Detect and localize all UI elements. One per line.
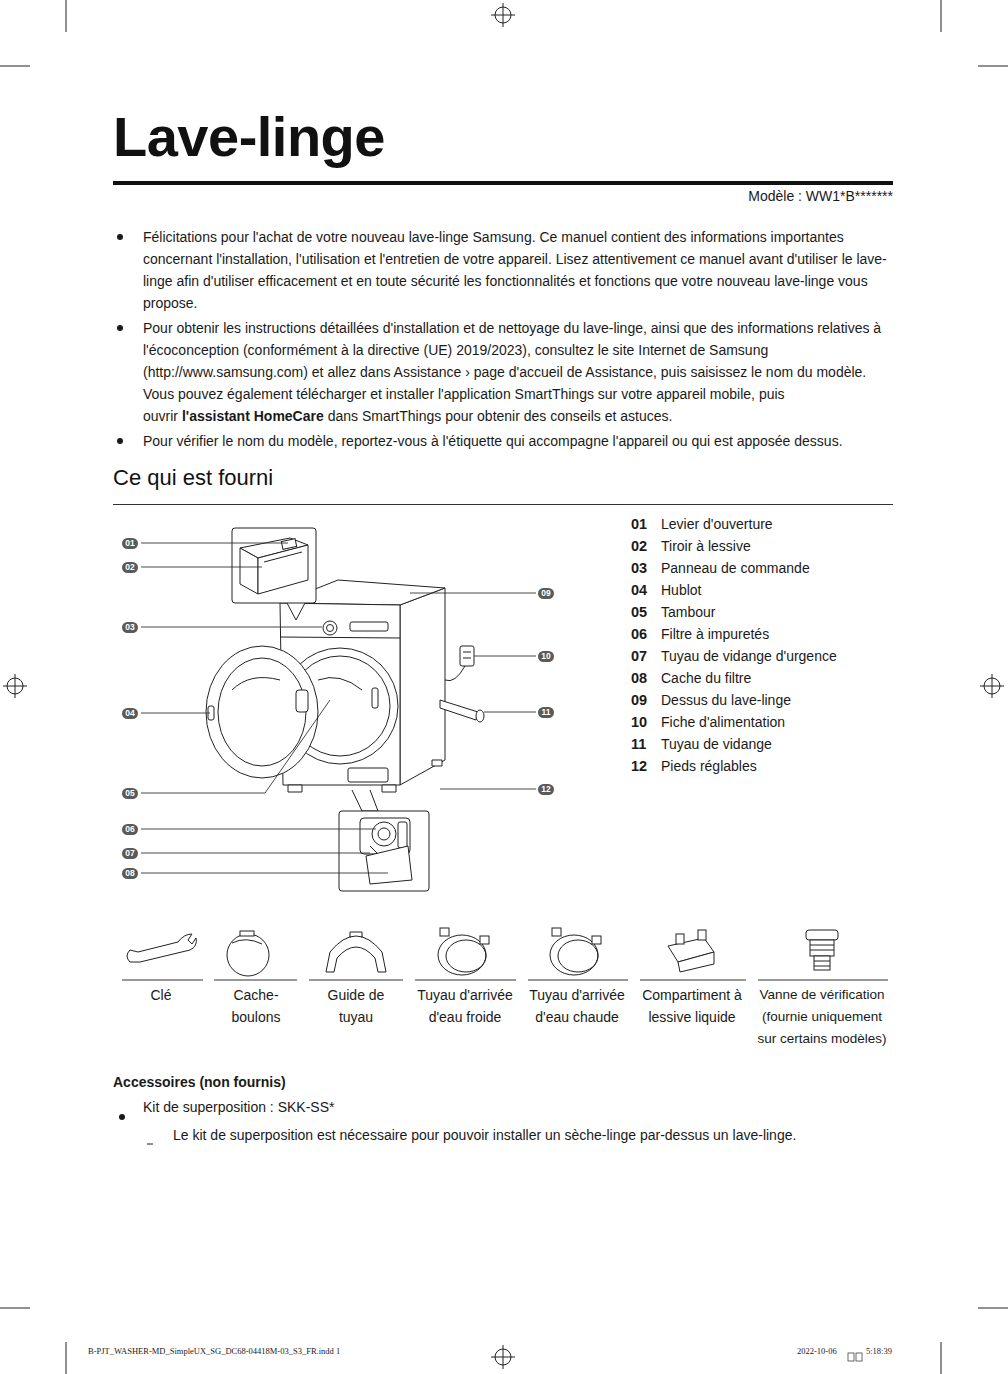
bullet <box>117 325 123 331</box>
leader-lines <box>141 543 536 873</box>
accessory-item: Kit de superposition : SKK-SS* <box>143 1098 334 1116</box>
bullet-paragraph: Pour obtenir les instructions détaillées… <box>143 317 891 427</box>
title-rule <box>113 181 893 185</box>
paragraph: Pour vérifier le nom du modèle, reportez… <box>143 433 843 449</box>
callout-number: 04 <box>122 708 138 719</box>
part-number: 02 <box>631 537 647 555</box>
page-title: Lave-linge <box>113 104 385 170</box>
part-number: 12 <box>631 757 647 775</box>
bullet <box>119 1114 125 1120</box>
part-number: 03 <box>631 559 647 577</box>
bullet-paragraph: Pour vérifier le nom du modèle, reportez… <box>143 430 891 452</box>
dash <box>147 1144 153 1145</box>
callout-number: 02 <box>122 562 138 573</box>
accessory-rules <box>122 980 888 981</box>
part-name: Tambour <box>661 603 715 621</box>
callout-number: 11 <box>538 707 554 718</box>
accessory-name: Cache-boulons <box>225 984 287 1028</box>
callout-number: 05 <box>122 788 138 799</box>
part-number: 06 <box>631 625 647 643</box>
accessory-name: Tuyau d'arrivée d'eau chaude <box>525 984 629 1028</box>
bullet <box>117 234 123 240</box>
paragraph: dans SmartThings pour obtenir des consei… <box>328 408 673 424</box>
part-name: Dessus du lave-linge <box>661 691 791 709</box>
callout-number: 09 <box>538 588 554 599</box>
part-name: Pieds réglables <box>661 757 757 775</box>
part-number: 01 <box>631 515 647 533</box>
part-number: 11 <box>631 735 646 753</box>
section-rule <box>113 504 893 505</box>
callout-number: 12 <box>538 784 554 795</box>
part-number: 09 <box>631 691 647 709</box>
part-number: 05 <box>631 603 647 621</box>
bullet <box>117 438 123 444</box>
accessory-name: Tuyau d'arrivée d'eau froide <box>413 984 517 1028</box>
callout-number: 07 <box>122 848 138 859</box>
note: Le kit de superposition est nécessaire p… <box>173 1126 796 1144</box>
print-time: 5:18:39 <box>866 1342 892 1360</box>
registration-marks <box>3 3 1004 1369</box>
callout-number: 08 <box>122 868 138 879</box>
section-heading: Ce qui est fourni <box>113 465 273 491</box>
accessory-name: Compartiment à lessive liquide <box>636 984 748 1028</box>
part-name: Cache du filtre <box>661 669 751 687</box>
part-name: Fiche d'alimentation <box>661 713 785 731</box>
part-number: 10 <box>631 713 647 731</box>
part-name: Levier d'ouverture <box>661 515 773 533</box>
missing-glyph-boxes <box>848 1353 862 1361</box>
accessory-icons <box>127 928 838 976</box>
part-name: Tiroir à lessive <box>661 537 751 555</box>
paragraph: Félicitations pour l'achat de votre nouv… <box>143 229 887 311</box>
app-name: l'assistant HomeCare <box>182 408 324 424</box>
print-file-name: B-PJT_WASHER-MD_SimpleUX_SG_DC68-04418M-… <box>88 1342 340 1360</box>
model-number: Modèle : WW1*B******* <box>748 187 893 205</box>
bullet-paragraph: Félicitations pour l'achat de votre nouv… <box>143 226 891 314</box>
intro-bullets: Félicitations pour l'achat de votre nouv… <box>143 226 891 455</box>
filter-inset <box>339 790 429 891</box>
subheading: Accessoires (non fournis) <box>113 1073 286 1091</box>
part-number: 07 <box>631 647 647 665</box>
callout-number: 10 <box>538 651 554 662</box>
part-name: Hublot <box>661 581 701 599</box>
accessory-name: Guide de tuyau <box>316 984 396 1028</box>
part-name: Tuyau de vidange d'urgence <box>661 647 837 665</box>
part-number: 08 <box>631 669 647 687</box>
washing-machine <box>206 580 484 792</box>
part-name: Tuyau de vidange <box>661 735 772 753</box>
detergent-drawer-inset <box>232 528 316 620</box>
part-name: Panneau de commande <box>661 559 810 577</box>
part-name: Filtre à impuretés <box>661 625 769 643</box>
accessory-name: Clé <box>121 984 201 1006</box>
print-date: 2022-10-06 <box>797 1342 837 1360</box>
callout-number: 01 <box>122 538 138 549</box>
callout-number: 06 <box>122 824 138 835</box>
accessory-name: Vanne de vérification (fournie uniquemen… <box>755 984 889 1050</box>
callout-number: 03 <box>122 622 138 633</box>
part-number: 04 <box>631 581 647 599</box>
